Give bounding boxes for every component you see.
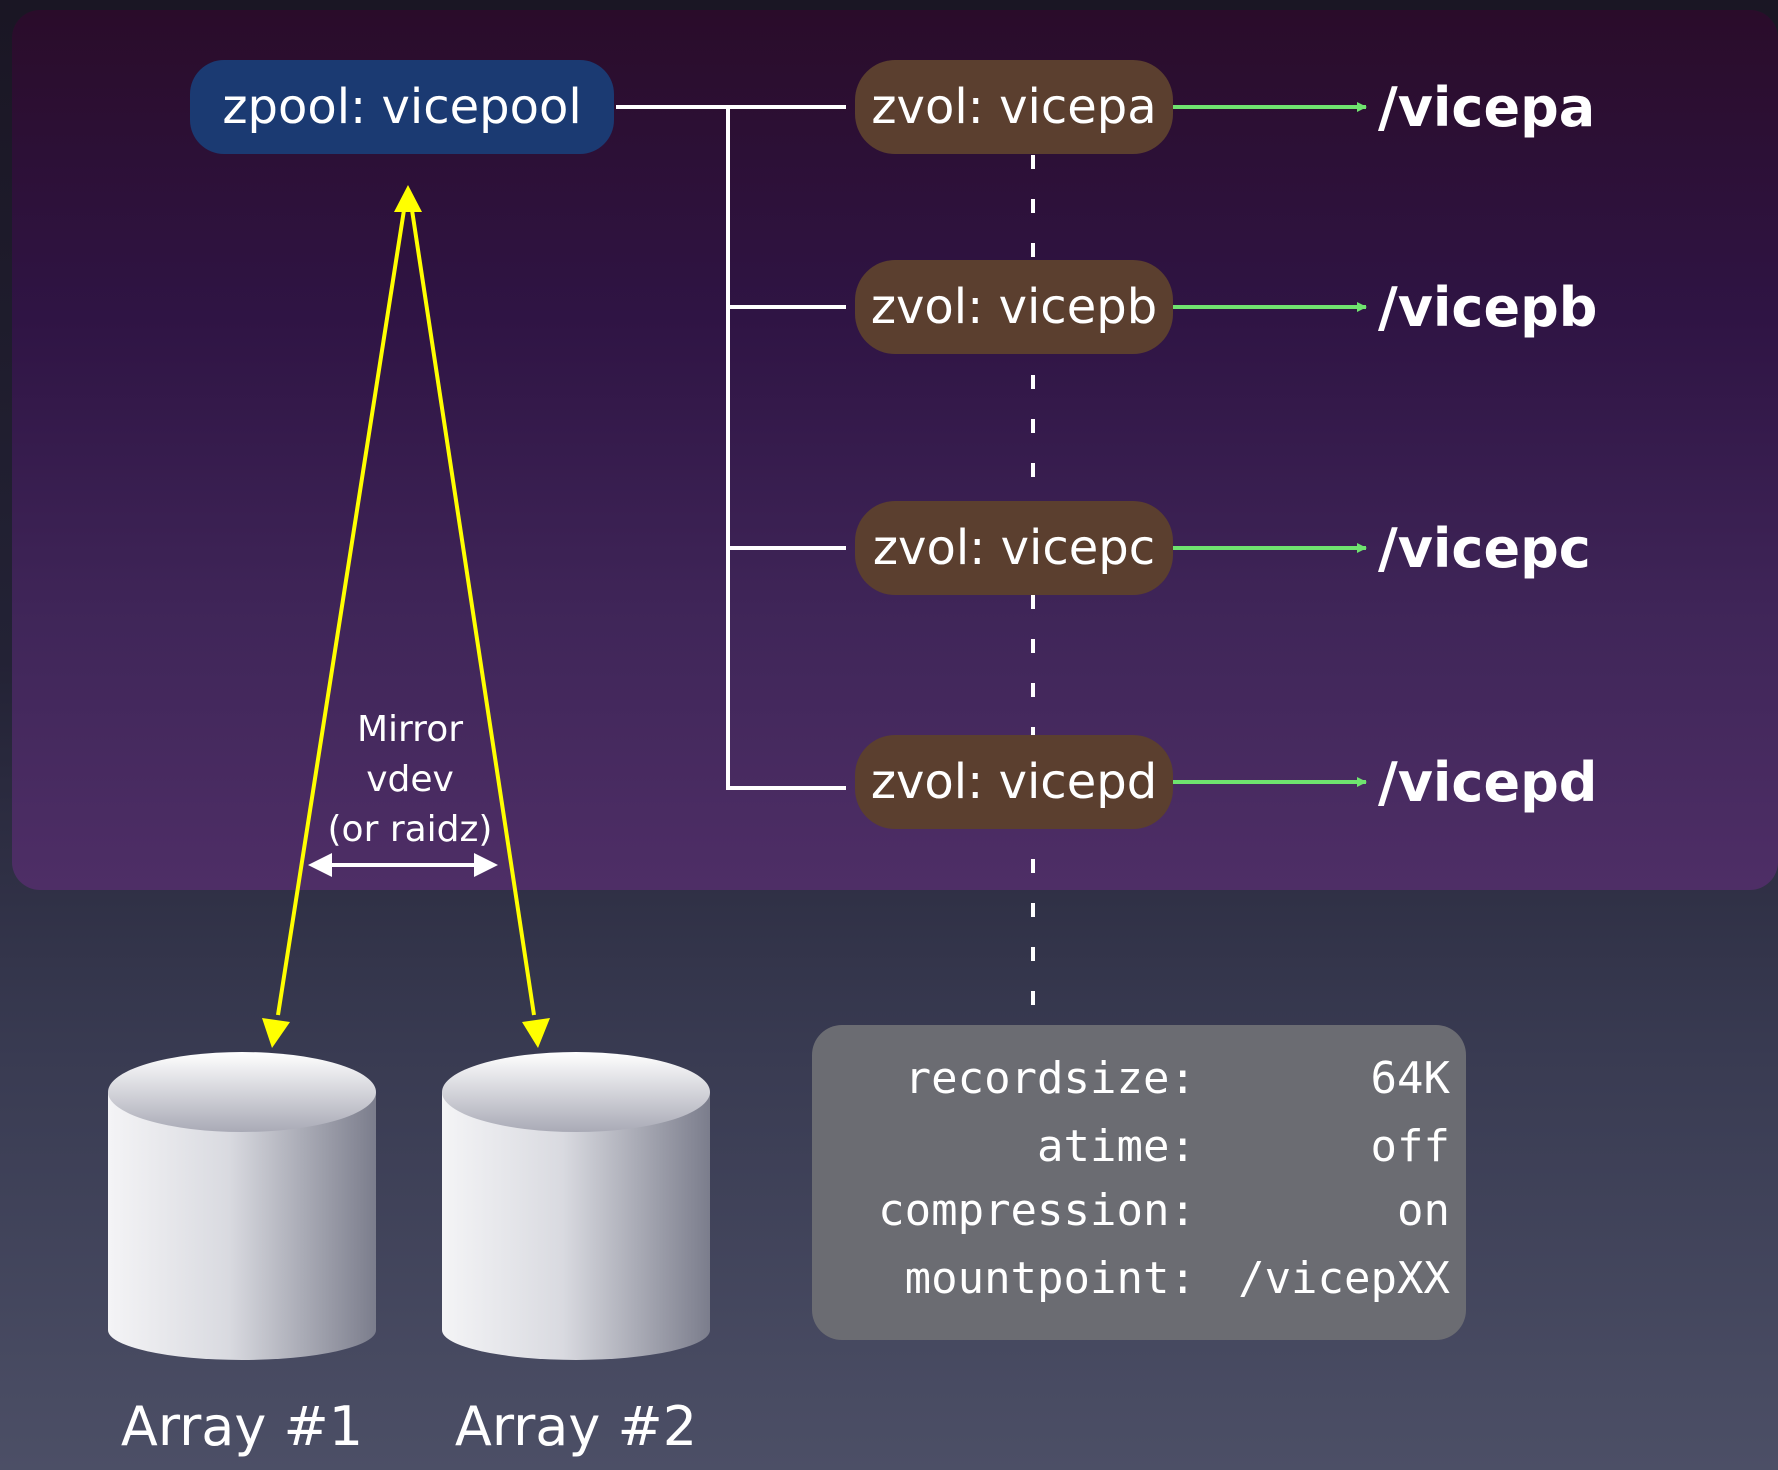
mirror-label-line3: (or raidz) — [327, 809, 493, 850]
zpool-vicepool-node: zpool: vicepool — [190, 60, 614, 154]
property-value: off — [1370, 1121, 1450, 1172]
property-row-atime: atime: off — [812, 1121, 1466, 1181]
zvol-vicepc-node: zvol: vicepc — [855, 501, 1173, 595]
property-value: 64K — [1370, 1053, 1450, 1104]
mirror-arrowhead-left — [262, 1018, 290, 1048]
mountpoint-vicepa: /vicepa — [1378, 75, 1596, 139]
mirror-double-arrow-head-right — [474, 853, 498, 877]
mountpoint-vicepb: /vicepb — [1378, 275, 1598, 339]
zvol-vicepd-node: zvol: vicepd — [855, 735, 1173, 829]
mirror-vdev-label: Mirror vdev (or raidz) — [300, 705, 520, 855]
property-key: recordsize: — [904, 1053, 1196, 1104]
zvol-properties-box: recordsize: 64K atime: off compression: … — [812, 1025, 1466, 1340]
property-value: /vicepXX — [1238, 1253, 1450, 1304]
property-row-mountpoint: mountpoint: /vicepXX — [812, 1253, 1466, 1313]
array-1-label: Array #1 — [120, 1395, 364, 1458]
array-1-disk-icon — [108, 1052, 376, 1360]
zvol-vicepb-node: zvol: vicepb — [855, 260, 1173, 354]
property-key: mountpoint: — [904, 1253, 1196, 1304]
mirror-arrowhead-top — [394, 185, 422, 212]
mirror-arrow-right — [410, 209, 536, 1016]
mirror-label-line1: Mirror — [356, 709, 464, 750]
mountpoint-vicepc: /vicepc — [1378, 516, 1591, 580]
property-row-recordsize: recordsize: 64K — [812, 1053, 1466, 1113]
property-key: compression: — [878, 1185, 1196, 1236]
mirror-label-line2: vdev — [366, 759, 454, 800]
array-2-disk-icon — [442, 1052, 710, 1360]
property-row-compression: compression: on — [812, 1185, 1466, 1245]
property-key: atime: — [1037, 1121, 1196, 1172]
mirror-arrow-left — [276, 209, 406, 1016]
zvol-vicepa-node: zvol: vicepa — [855, 60, 1173, 154]
array-2-label: Array #2 — [454, 1395, 698, 1458]
mirror-double-arrow-head-left — [308, 853, 332, 877]
mountpoint-vicepd: /vicepd — [1378, 750, 1598, 814]
mirror-arrowhead-right — [522, 1018, 550, 1048]
property-value: on — [1397, 1185, 1450, 1236]
